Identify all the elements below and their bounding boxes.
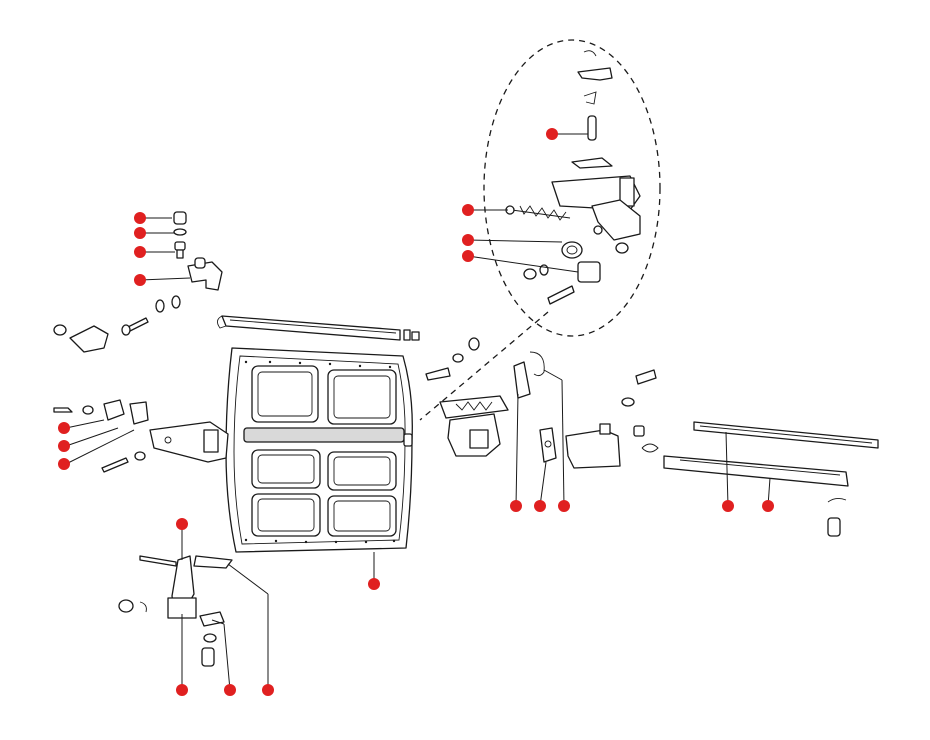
callout-marker[interactable] [558, 500, 570, 512]
callout-marker[interactable] [262, 684, 274, 696]
callout-marker[interactable] [368, 578, 380, 590]
door-window-bottom-right [327, 495, 397, 537]
callout-marker[interactable] [58, 422, 70, 434]
door-window-upper-left [251, 365, 319, 423]
callout-marker[interactable] [462, 204, 474, 216]
callout-marker[interactable] [534, 500, 546, 512]
callout-marker[interactable] [462, 234, 474, 246]
top-seal-strip [217, 315, 420, 341]
door-window-lower-right [327, 451, 397, 491]
right-lock-bracket [565, 369, 659, 469]
callout-marker[interactable] [134, 212, 146, 224]
rail-fastener [827, 497, 847, 537]
door-window-bottom-left [251, 493, 321, 537]
upper-hinge-bracket [53, 324, 109, 353]
callout-marker[interactable] [134, 227, 146, 239]
detail-connector-line [419, 311, 549, 421]
door-window-lower-left [251, 449, 321, 489]
seal-rail-upper [693, 421, 879, 449]
callout-marker[interactable] [58, 440, 70, 452]
lower-hinge [118, 555, 233, 667]
callout-marker[interactable] [762, 500, 774, 512]
seal-rail-lower [663, 455, 849, 487]
callout-marker[interactable] [176, 518, 188, 530]
callout-marker[interactable] [722, 500, 734, 512]
callout-marker[interactable] [134, 274, 146, 286]
callout-marker[interactable] [462, 250, 474, 262]
middle-hinge-parts [53, 399, 229, 473]
door-panel [225, 347, 413, 553]
lock-mechanism-detail [505, 50, 641, 305]
callout-markers [58, 128, 774, 696]
door-window-upper-right [327, 369, 397, 425]
callout-marker[interactable] [510, 500, 522, 512]
callout-marker[interactable] [58, 458, 70, 470]
callout-marker[interactable] [546, 128, 558, 140]
upper-hinge-pin-stack [173, 211, 223, 291]
detail-ellipse [483, 39, 661, 337]
hinge-washers-upper [121, 295, 181, 336]
callout-marker[interactable] [134, 246, 146, 258]
callout-marker[interactable] [224, 684, 236, 696]
lock-linkage [425, 337, 557, 463]
callout-marker[interactable] [176, 684, 188, 696]
